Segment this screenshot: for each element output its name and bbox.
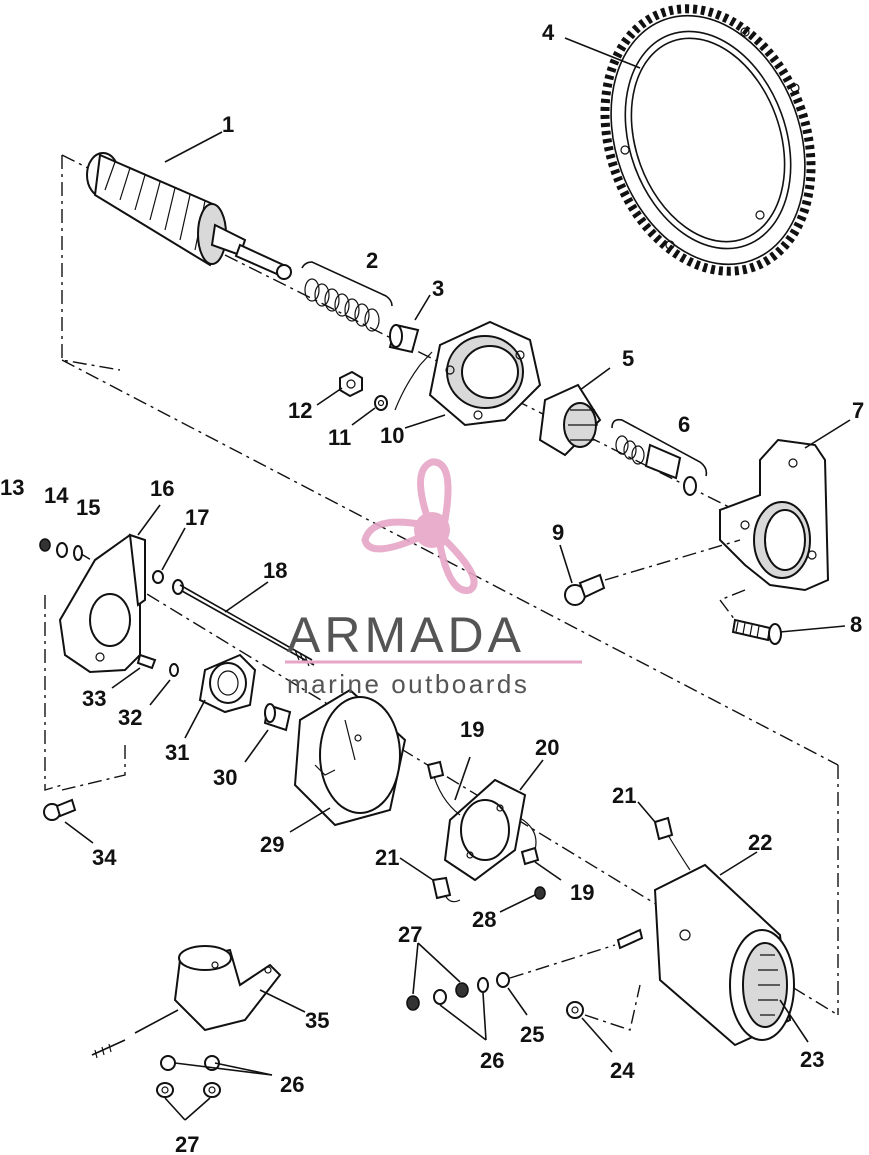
callout-21-lower: 21 xyxy=(375,845,399,870)
bearing-cap xyxy=(198,653,257,714)
callout-17: 17 xyxy=(185,505,209,530)
ring-gear xyxy=(600,4,816,276)
callout-26-center: 26 xyxy=(480,1048,504,1073)
callout-33: 33 xyxy=(82,686,106,711)
end-bushing xyxy=(263,703,292,732)
brush-21-lower xyxy=(431,876,546,903)
solenoid xyxy=(91,945,282,1059)
callout-25: 25 xyxy=(520,1022,544,1047)
spring xyxy=(301,261,393,332)
bushing xyxy=(388,323,420,354)
callout-7: 7 xyxy=(852,398,864,423)
drive-end-housing xyxy=(428,320,542,427)
callout-11: 11 xyxy=(328,425,351,450)
armada-watermark: ARMADA marine outboards xyxy=(285,458,582,699)
callout-labels: 1 2 3 4 5 6 7 8 9 10 11 12 13 14 15 16 1… xyxy=(0,20,864,1155)
callout-13: 13 xyxy=(0,475,24,500)
callout-26-left: 26 xyxy=(280,1072,304,1097)
callout-8: 8 xyxy=(850,612,862,637)
callout-19-lower: 19 xyxy=(570,880,594,905)
callout-12: 12 xyxy=(288,398,312,423)
callout-2: 2 xyxy=(366,248,378,273)
watermark-tagline: marine outboards xyxy=(287,669,529,699)
callout-20: 20 xyxy=(535,735,559,760)
armature xyxy=(86,152,292,280)
mounting-bracket xyxy=(719,438,830,592)
callout-32: 32 xyxy=(118,705,142,730)
callout-14: 14 xyxy=(44,483,69,508)
bracket-bolt xyxy=(718,589,782,645)
field-frame xyxy=(616,816,795,1047)
callout-31: 31 xyxy=(165,740,189,765)
terminal-hardware xyxy=(406,944,616,1011)
bolt-34 xyxy=(43,798,77,821)
pinion-spring xyxy=(611,418,708,496)
callout-24: 24 xyxy=(610,1058,635,1083)
callout-30: 30 xyxy=(213,765,237,790)
callout-34: 34 xyxy=(92,845,117,870)
callout-21-upper: 21 xyxy=(612,783,636,808)
lower-left-frame xyxy=(44,595,126,791)
callout-15: 15 xyxy=(76,495,100,520)
callout-23: 23 xyxy=(800,1047,824,1072)
callout-16: 16 xyxy=(150,476,174,501)
brush-holder xyxy=(426,760,540,882)
callout-29: 29 xyxy=(260,832,284,857)
callout-1: 1 xyxy=(222,112,234,137)
end-plate-bracket xyxy=(58,533,146,674)
solenoid-nuts xyxy=(156,1055,221,1098)
nut-24 xyxy=(566,984,641,1031)
callout-3: 3 xyxy=(432,276,444,301)
callout-27-left: 27 xyxy=(175,1132,199,1155)
watermark-brand: ARMADA xyxy=(287,607,525,663)
callout-10: 10 xyxy=(380,423,404,448)
callout-9: 9 xyxy=(552,520,564,545)
washers-left xyxy=(39,538,83,561)
drive-pinion xyxy=(538,383,602,457)
callout-4: 4 xyxy=(542,20,555,45)
bolt-9 xyxy=(564,539,741,606)
callout-27-center: 27 xyxy=(398,922,422,947)
nut-and-washer xyxy=(339,351,433,411)
callout-22: 22 xyxy=(748,830,772,855)
callout-19-upper: 19 xyxy=(460,717,484,742)
callout-5: 5 xyxy=(622,346,634,371)
callout-35: 35 xyxy=(305,1008,329,1033)
commutator-end-cap xyxy=(293,688,407,827)
screw-33-32 xyxy=(136,653,179,677)
propeller-logo xyxy=(361,458,478,594)
through-bolt xyxy=(152,570,315,667)
leader-lines xyxy=(64,37,851,1121)
callout-18: 18 xyxy=(263,558,287,583)
callout-28: 28 xyxy=(472,907,496,932)
callout-6: 6 xyxy=(678,412,690,437)
